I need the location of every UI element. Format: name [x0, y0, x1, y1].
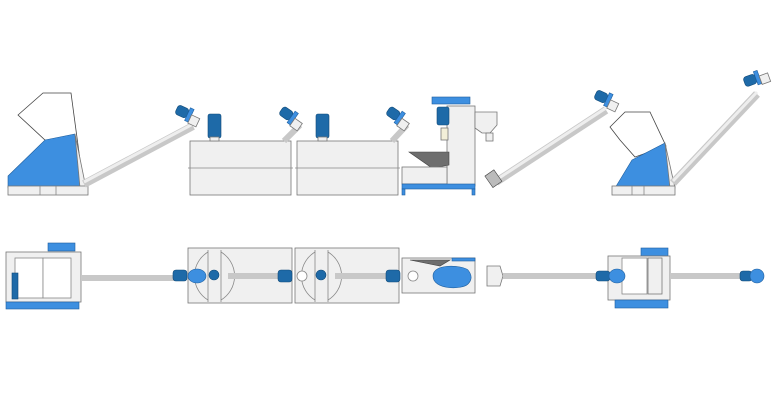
crusher-1-side [7, 92, 89, 196]
top-view [5, 242, 765, 310]
washing-tank-1-side [188, 113, 293, 196]
crusher-2-top [595, 247, 671, 309]
screw-conveyor-4-side [484, 87, 622, 189]
screw-conveyor-1-side [82, 102, 203, 188]
screw-conveyor-3-side [383, 103, 414, 144]
dewatering-machine-side [401, 96, 498, 196]
screw-conveyor-2-side [276, 103, 307, 144]
washing-tank-2-side [295, 113, 400, 196]
side-view [7, 66, 772, 196]
dewatering-machine-top [401, 257, 476, 294]
motor-icon [172, 102, 203, 128]
washing-tank-2-top [294, 247, 401, 304]
crusher-2-side [609, 111, 676, 196]
crusher-1-top [5, 242, 82, 310]
conveyor-5-top [670, 268, 765, 284]
screw-conveyor-5-side [670, 66, 772, 186]
conveyor-4-top [486, 265, 605, 287]
washing-tank-1-top [172, 247, 293, 304]
